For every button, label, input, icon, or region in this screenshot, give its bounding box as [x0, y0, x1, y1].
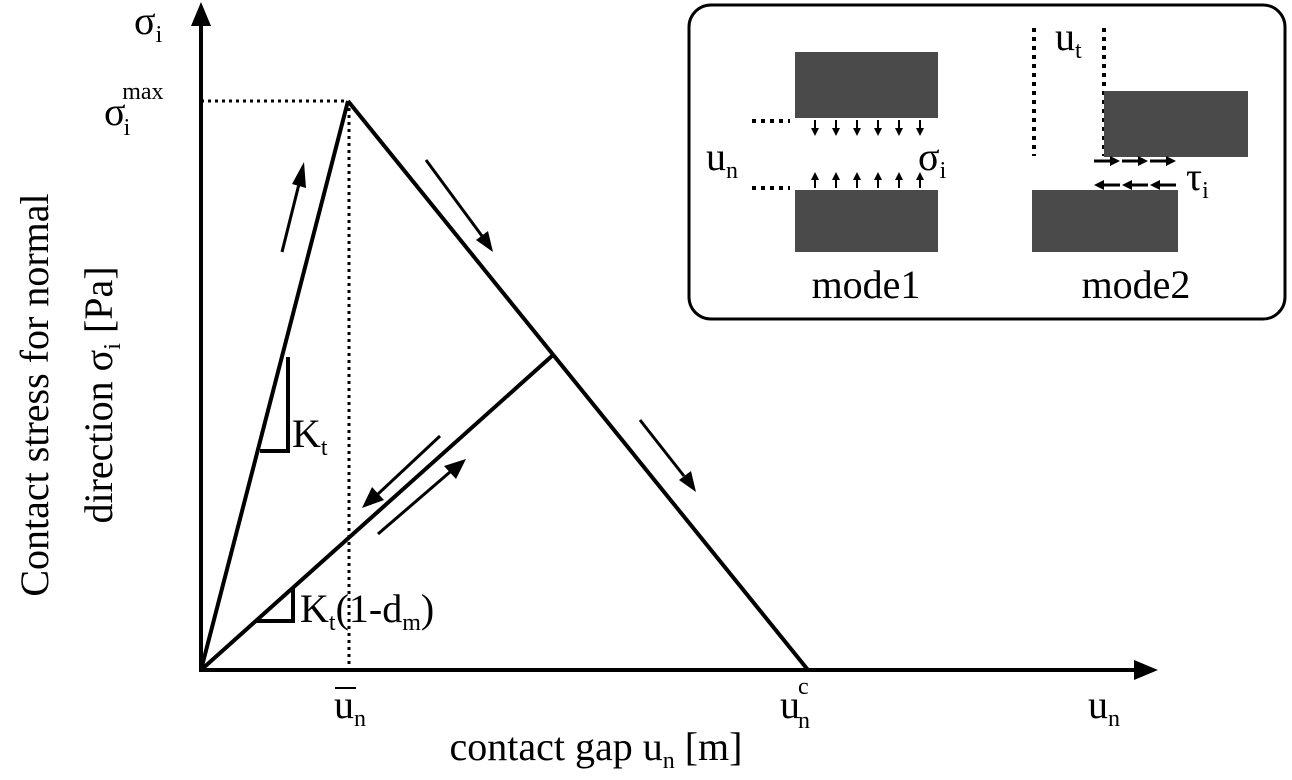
mode2-right-arrows	[1094, 156, 1176, 166]
ktd-label: Kt(1-dm)	[300, 586, 434, 636]
loading-arrow-head	[292, 162, 306, 188]
mode2-upper-block	[1104, 91, 1248, 157]
un-bar-label: un	[334, 682, 366, 732]
mode1-down-arrows	[811, 120, 924, 136]
mode2-lower-block	[1032, 190, 1178, 252]
traction-separation-curve	[199, 99, 810, 672]
ktd-slope-triangle	[256, 588, 295, 623]
mode1-label: mode1	[812, 262, 921, 307]
unload-arrow-shaft	[376, 434, 442, 496]
reload-arrow-head	[444, 459, 466, 479]
y-axis-arrowhead	[191, 2, 211, 26]
fracture-modes-inset: un σi mode1 ut	[687, 3, 1287, 321]
mode1-stress-label: σi	[918, 134, 947, 184]
mode1-sketch: un σi mode1	[706, 52, 947, 307]
reload-arrow-shaft	[377, 470, 451, 536]
softening-arrow-1-shaft	[424, 159, 484, 237]
mode2-stress-label: τi	[1186, 154, 1209, 204]
mode2-sketch: ut τi mode2	[1032, 14, 1248, 307]
mode1-lower-block	[795, 190, 938, 252]
unload-arrow-head	[362, 487, 384, 508]
direction-arrows	[280, 159, 696, 536]
loading-arrow-shaft	[280, 179, 302, 253]
softening-arrow-1-head	[476, 231, 493, 252]
x-axis-arrowhead	[1134, 660, 1158, 680]
x-axis-symbol: un	[1088, 682, 1120, 732]
softening-arrow-2-shaft	[638, 419, 686, 477]
svg-text:un: un	[334, 682, 366, 732]
x-axis-title: contact gap un [m]	[449, 724, 742, 774]
y-axis-symbol: σi	[134, 0, 163, 48]
kt-label: Kt	[292, 411, 328, 461]
mode1-up-arrows	[811, 172, 924, 188]
sigma-max-label: σimax	[104, 79, 164, 141]
softening-branch	[346, 99, 810, 672]
slope-triangles	[256, 357, 295, 623]
y-axis-title-line2: direction σi [Pa]	[76, 266, 126, 523]
axes	[191, 2, 1158, 680]
mode2-label: mode2	[1082, 262, 1191, 307]
y-axis-title-line1: Contact stress for normal	[12, 193, 57, 596]
unloading-branch	[199, 353, 555, 672]
mode1-upper-block	[795, 52, 938, 118]
loading-branch	[199, 100, 350, 671]
unc-label: unc	[780, 674, 810, 734]
mode2-gap-label: ut	[1055, 14, 1082, 64]
mode1-gap-label: un	[706, 134, 738, 184]
kt-slope-triangle	[260, 357, 290, 453]
softening-arrow-2-head	[679, 471, 696, 492]
mode2-left-arrows	[1094, 180, 1176, 190]
